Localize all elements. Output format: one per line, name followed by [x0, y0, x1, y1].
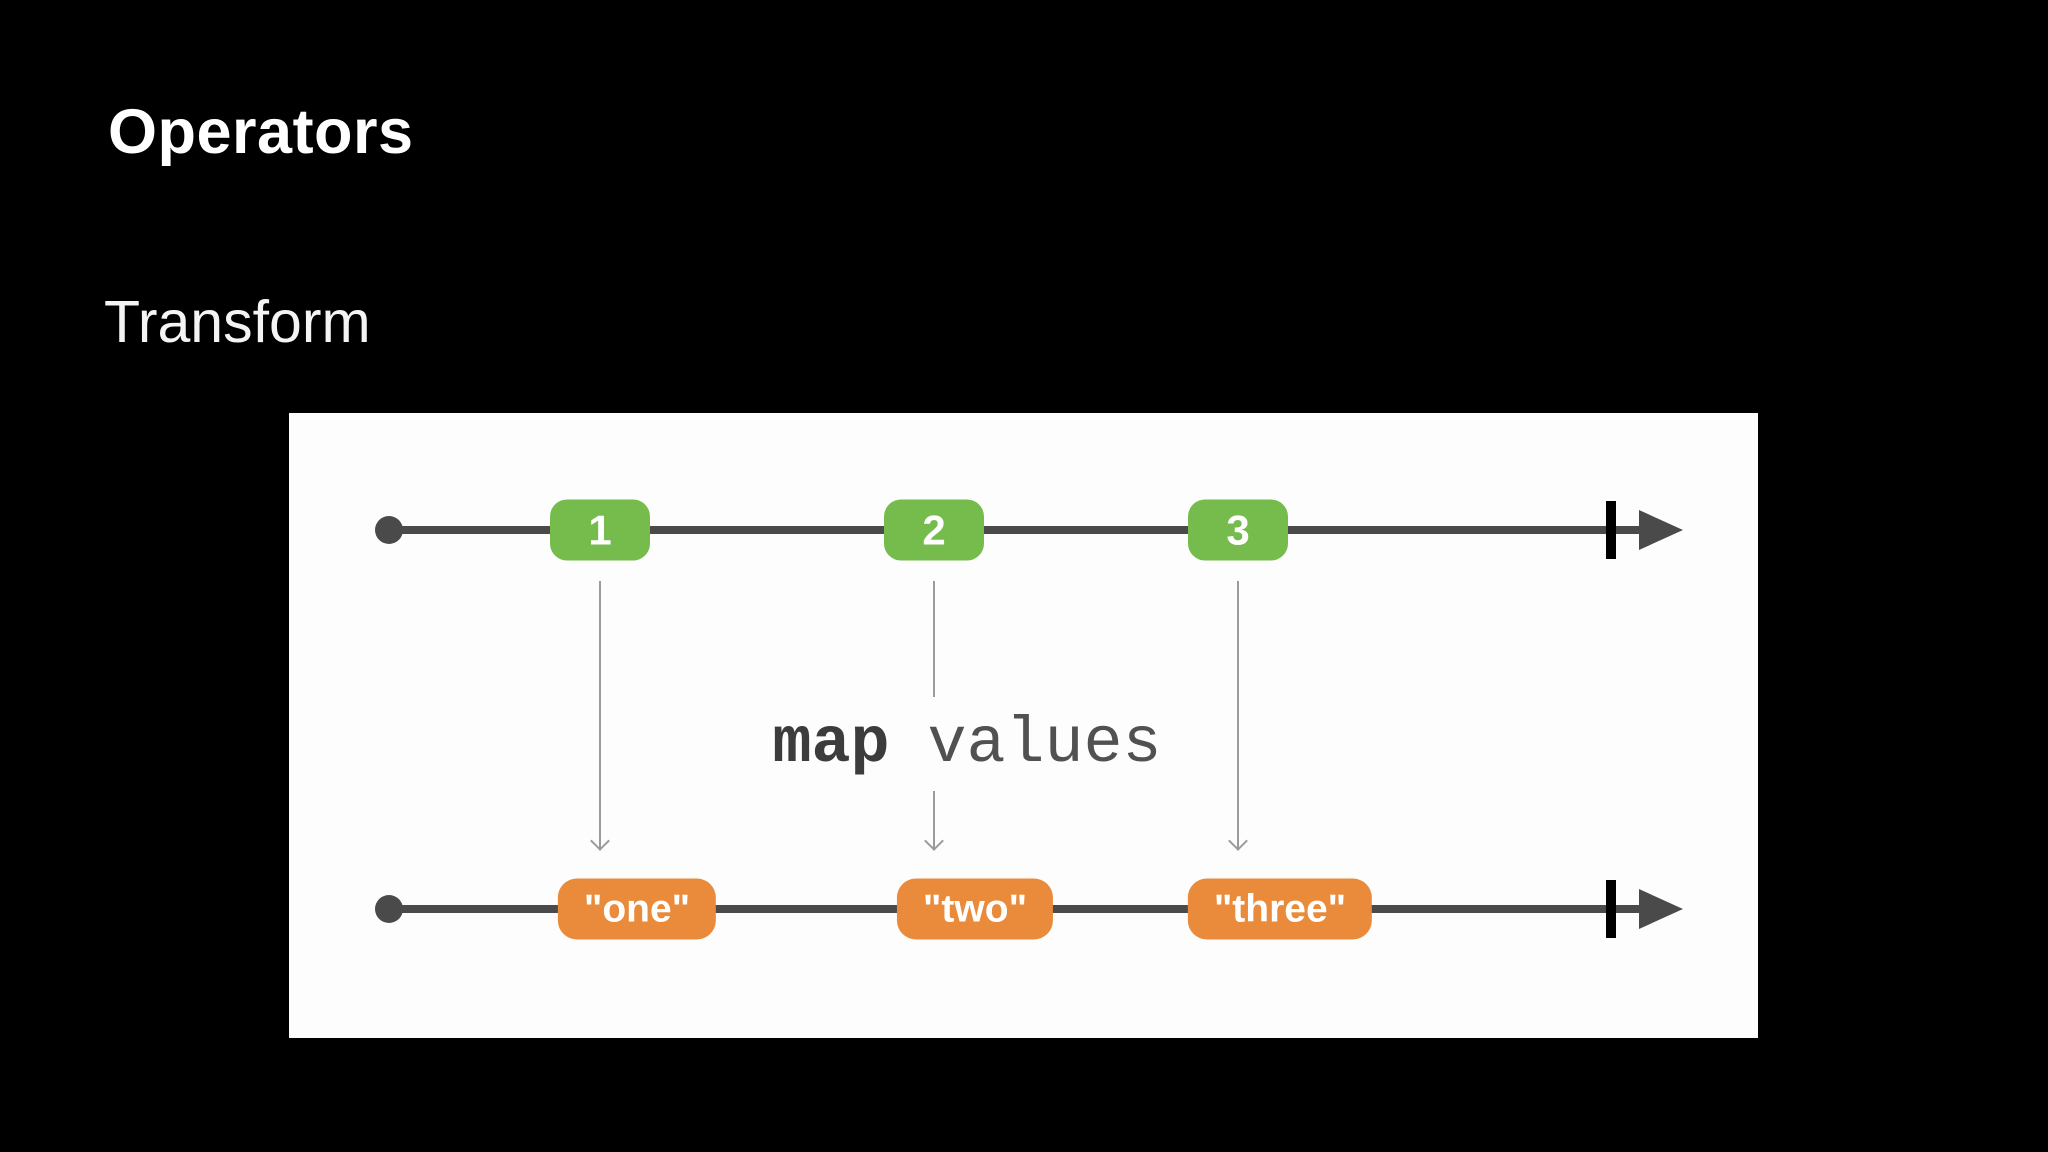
marble: 3	[1188, 499, 1288, 561]
output-stream-arrowhead-icon	[1639, 889, 1683, 929]
input-stream-complete-marker	[1606, 501, 1616, 559]
operator-argument: values	[927, 707, 1162, 781]
output-stream-start-dot	[375, 895, 403, 923]
slide-title: Operators	[108, 97, 414, 167]
input-stream-timeline	[388, 526, 1649, 534]
operator-keyword: map	[772, 707, 890, 781]
marble: "one"	[557, 878, 717, 940]
marble: "two"	[896, 878, 1054, 940]
slide-subtitle: Transform	[104, 289, 371, 355]
operator-label: map values	[752, 697, 1182, 791]
input-stream-arrowhead-icon	[1639, 510, 1683, 550]
marble-diagram-panel: 1 2 3 map values "one" "two" "three"	[289, 413, 1758, 1038]
transform-arrow-icon	[599, 581, 601, 849]
marble: 1	[550, 499, 650, 561]
marble: 2	[884, 499, 984, 561]
output-stream-complete-marker	[1606, 880, 1616, 938]
marble: "three"	[1187, 878, 1373, 940]
input-stream-start-dot	[375, 516, 403, 544]
transform-arrow-icon	[1237, 581, 1239, 849]
